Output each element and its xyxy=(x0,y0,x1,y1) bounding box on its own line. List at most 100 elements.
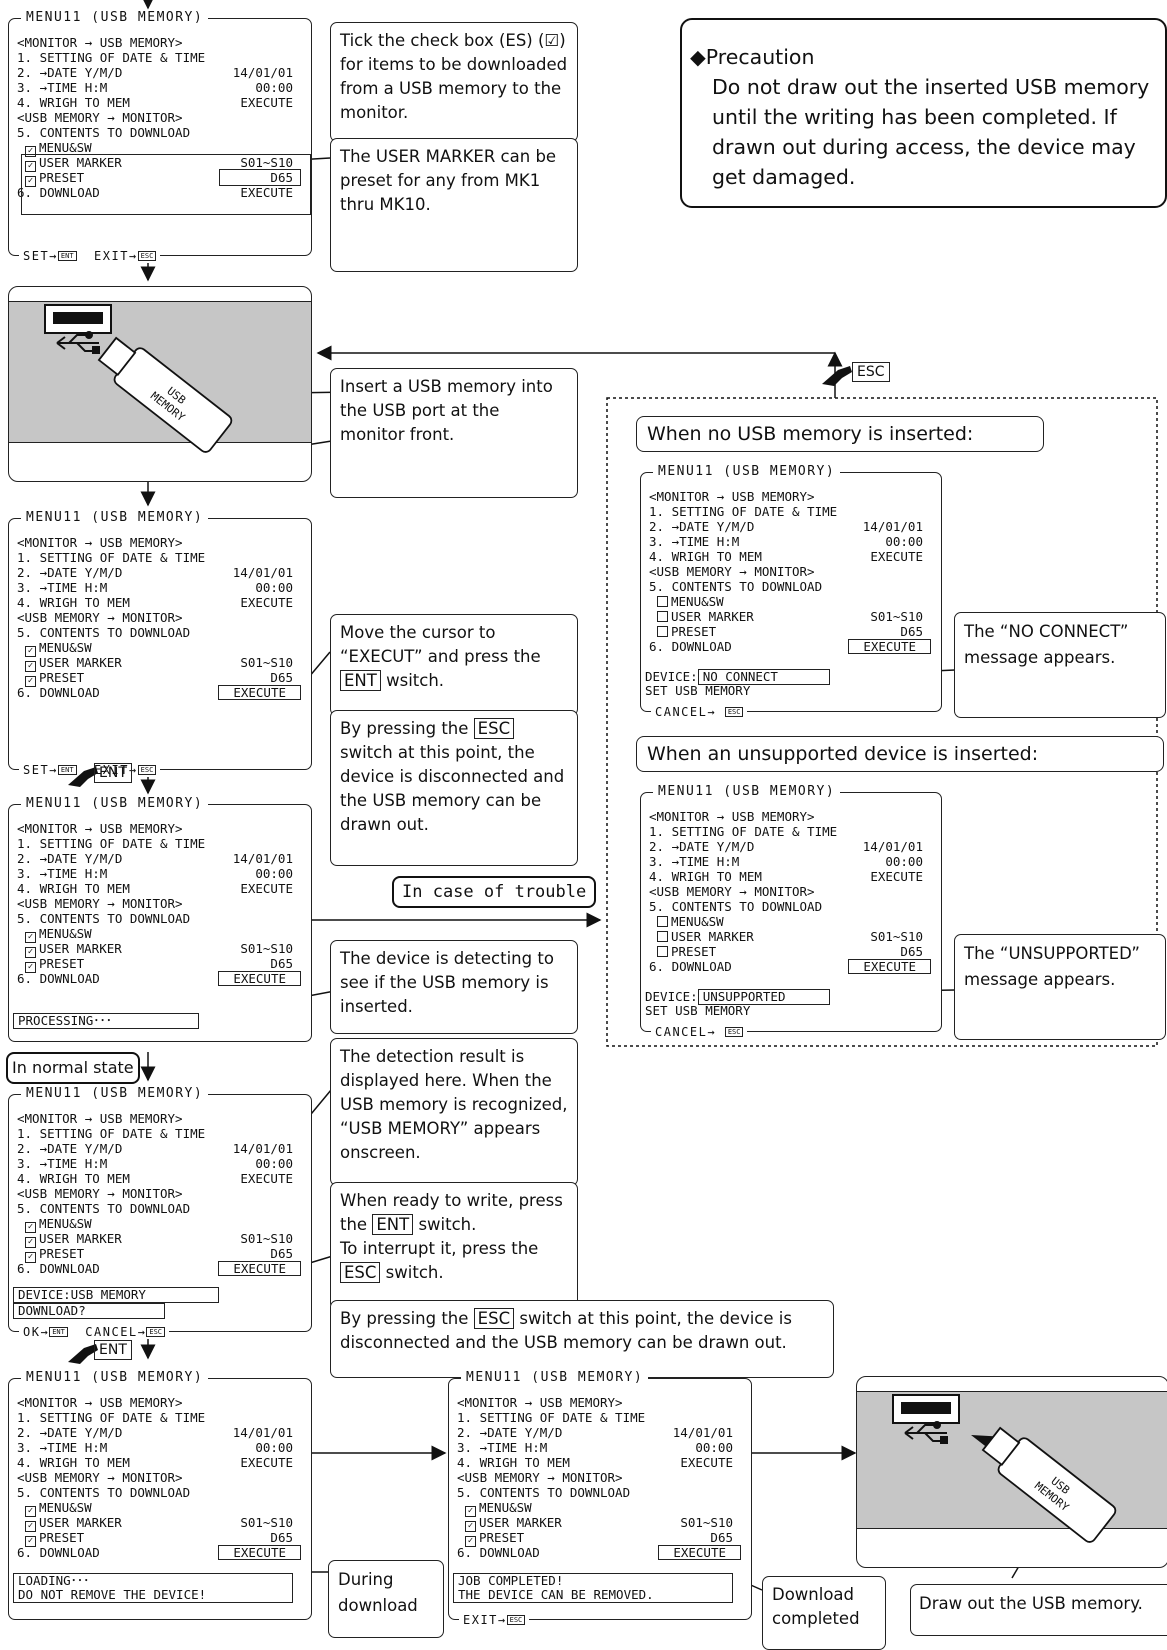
menu-value xyxy=(291,1485,295,1500)
menu-value: EXECUTE xyxy=(870,549,923,564)
checkbox-checked-icon: ✓ xyxy=(25,962,36,973)
menu-value xyxy=(291,821,295,836)
menu-value xyxy=(921,809,925,824)
menu-value xyxy=(291,625,295,640)
menu-value xyxy=(291,1500,295,1515)
checkbox-empty-icon xyxy=(657,626,668,637)
checkbox-checked-icon: ✓ xyxy=(25,1521,36,1532)
menu-value: 14/01/01 xyxy=(232,65,293,80)
menu-line: <USB MEMORY → MONITOR> xyxy=(649,564,935,579)
checkbox-checked-icon: ✓ xyxy=(25,1536,36,1547)
screen-footer: EXIT→ESC xyxy=(459,1613,530,1627)
menu-value: 14/01/01 xyxy=(862,519,923,534)
menu-value: S01~S10 xyxy=(240,1231,293,1246)
esc-key-icon: ESC xyxy=(473,718,515,739)
device-status: DEVICE:USB MEMORY xyxy=(13,1287,307,1303)
menu-value: 00:00 xyxy=(255,866,293,881)
callout-insert-usb: Insert a USB memory into the USB port at… xyxy=(330,368,578,498)
checkbox-checked-icon: ✓ xyxy=(25,947,36,958)
screen-footer: OK→ENT CANCEL→ESC xyxy=(19,1325,170,1339)
menu-value: EXECUTE xyxy=(218,971,301,986)
menu-value: 14/01/01 xyxy=(232,851,293,866)
menu-line: <MONITOR → USB MEMORY> xyxy=(17,1111,305,1126)
menu-value xyxy=(291,1395,295,1410)
menu-line: <MONITOR → USB MEMORY> xyxy=(457,1395,745,1410)
menu-line: MENU&SW xyxy=(649,594,935,609)
menu-line: 1. SETTING OF DATE & TIME xyxy=(17,1126,305,1141)
menu-line: <USB MEMORY → MONITOR> xyxy=(17,110,305,125)
user-marker-highlight xyxy=(219,169,301,186)
menu-line: <MONITOR → USB MEMORY> xyxy=(17,821,305,836)
menu-value: EXECUTE xyxy=(240,1171,293,1186)
menu-line: 1. SETTING OF DATE & TIME xyxy=(17,50,305,65)
menu-line: ✓MENU&SW xyxy=(457,1500,745,1517)
monitor-remove-illustration: USB MEMORY xyxy=(856,1376,1167,1568)
menu-line: 5. CONTENTS TO DOWNLOAD xyxy=(17,625,305,640)
checkbox-empty-icon xyxy=(657,611,668,622)
menu-value: 00:00 xyxy=(255,580,293,595)
hand-ent-icon: ENT xyxy=(66,1340,146,1364)
menu-line: 5. CONTENTS TO DOWNLOAD xyxy=(457,1485,745,1500)
label-in-normal-state: In normal state xyxy=(6,1052,140,1084)
menu-value: EXECUTE xyxy=(240,185,293,200)
menu-value: 14/01/01 xyxy=(232,1425,293,1440)
menu-value: S01~S10 xyxy=(240,941,293,956)
set-usb-memory: SET USB MEMORY xyxy=(645,1003,751,1018)
menu-value: S01~S10 xyxy=(870,609,923,624)
menu-line: ✓MENU&SW xyxy=(17,926,305,943)
menu-screen-3: MENU11 (USB MEMORY) <MONITOR → USB MEMOR… xyxy=(8,796,312,1042)
menu-line: <MONITOR → USB MEMORY> xyxy=(17,1395,305,1410)
menu-value xyxy=(291,610,295,625)
usb-stick-icon: USB MEMORY xyxy=(981,1426,1117,1543)
menu-value: S01~S10 xyxy=(240,655,293,670)
menu-lines: <MONITOR → USB MEMORY>1. SETTING OF DATE… xyxy=(649,489,935,654)
menu-value xyxy=(291,1470,295,1485)
checkbox-empty-icon xyxy=(657,916,668,927)
menu-value xyxy=(291,1201,295,1216)
menu-line: <MONITOR → USB MEMORY> xyxy=(649,489,935,504)
menu-value: S01~S10 xyxy=(240,155,293,170)
callout-detecting: The device is detecting to see if the US… xyxy=(330,940,578,1034)
menu-line: ✓MENU&SW xyxy=(17,640,305,657)
esc-key-icon: ESC xyxy=(340,1262,381,1283)
menu-screen-6: MENU11 (USB MEMORY) <MONITOR → USB MEMOR… xyxy=(448,1370,752,1627)
menu-value xyxy=(731,1470,735,1485)
checkbox-empty-icon xyxy=(657,931,668,942)
menu-value xyxy=(921,504,925,519)
menu-value: 00:00 xyxy=(885,534,923,549)
callout-by-pressing-esc-2: By pressing the ESC switch at this point… xyxy=(330,1300,834,1378)
menu-value: 00:00 xyxy=(255,80,293,95)
menu-line: ✓MENU&SW xyxy=(17,1500,305,1517)
menu-value: 14/01/01 xyxy=(232,565,293,580)
menu-value: EXECUTE xyxy=(240,95,293,110)
menu-screen-4: MENU11 (USB MEMORY) <MONITOR → USB MEMOR… xyxy=(8,1086,312,1339)
menu-line: 5. CONTENTS TO DOWNLOAD xyxy=(649,899,935,914)
menu-line: 5. CONTENTS TO DOWNLOAD xyxy=(17,911,305,926)
menu-screen-no-connect: MENU11 (USB MEMORY) <MONITOR → USB MEMOR… xyxy=(640,464,942,719)
menu-value xyxy=(291,1186,295,1201)
label-unsupported-device: When an unsupported device is inserted: xyxy=(636,736,1164,772)
callout-user-marker: The USER MARKER can be preset for any fr… xyxy=(330,138,578,272)
usb-insert-drawing: USB MEMORY xyxy=(44,304,233,453)
menu-value: 14/01/01 xyxy=(862,839,923,854)
precaution-box: ◆Precaution Do not draw out the inserted… xyxy=(680,18,1167,208)
menu-value: D65 xyxy=(270,670,293,685)
checkbox-checked-icon: ✓ xyxy=(25,146,36,157)
contents-highlight xyxy=(21,154,311,215)
